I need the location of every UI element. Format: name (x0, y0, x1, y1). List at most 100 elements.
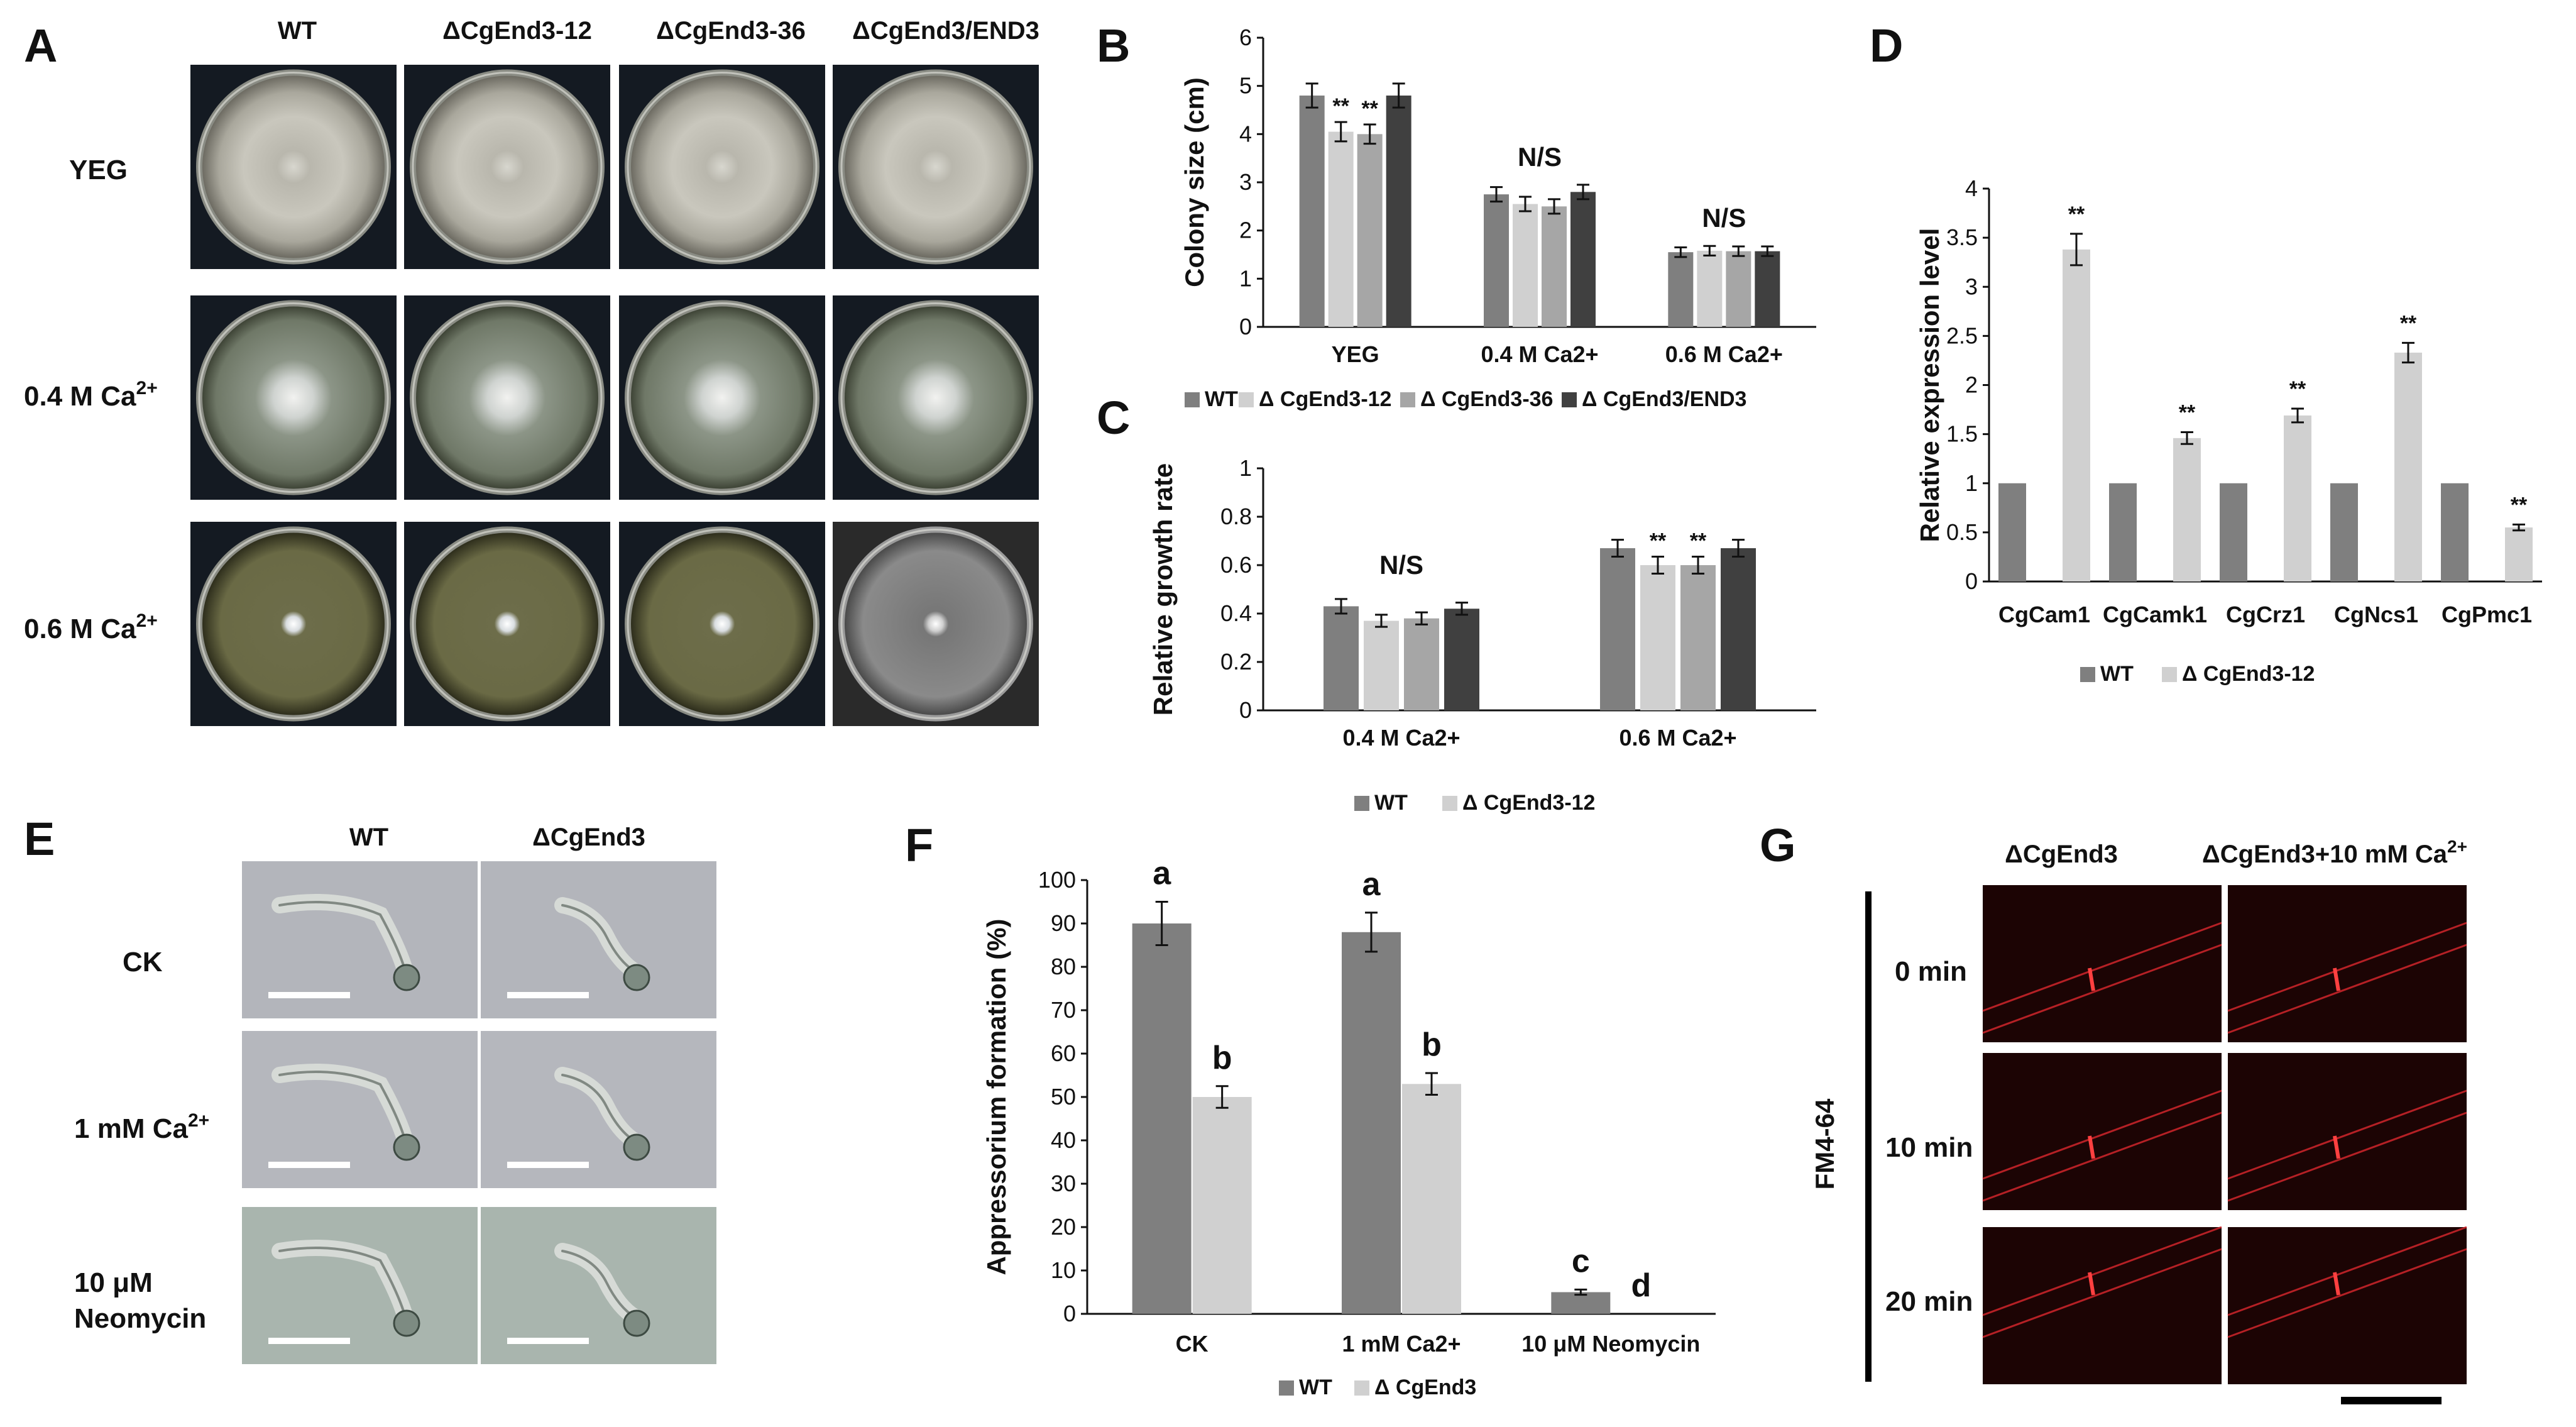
x-category-label: CgPmc1 (2442, 602, 2532, 627)
bar (2173, 438, 2201, 581)
group-letter: d (1631, 1267, 1651, 1304)
petri-dish-photo (404, 522, 610, 726)
panel-label-a: A (24, 19, 57, 72)
bar (1364, 620, 1399, 710)
hypha-wall-line (1982, 1111, 2222, 1202)
y-tick-label: 4 (1239, 121, 1252, 146)
bar (1680, 565, 1716, 710)
dish-edge-highlight (198, 529, 389, 719)
panel-label-d: D (1870, 19, 1903, 72)
bar (1132, 923, 1192, 1314)
panel-label-c: C (1097, 392, 1130, 444)
microscopy-image (242, 861, 478, 1018)
bar (1697, 250, 1723, 327)
x-category-label: 0.6 M Ca2+ (1665, 341, 1783, 367)
bar (1998, 483, 2026, 581)
significance-mark: ** (1361, 97, 1378, 121)
legend-swatch (1354, 796, 1369, 811)
y-tick-label: 4 (1965, 175, 1978, 201)
hypha-wall-line (2227, 1226, 2467, 1316)
legend-swatch (1562, 392, 1577, 407)
petri-dish-photo (619, 522, 825, 726)
y-tick-label: 100 (1038, 867, 1076, 893)
legend-label: WT (1205, 387, 1238, 411)
x-category-label: 0.4 M Ca2+ (1481, 341, 1598, 367)
hypha-wall-line (1982, 1089, 2222, 1180)
significance-mark: ** (2511, 493, 2528, 517)
significance-mark: ** (1650, 529, 1667, 553)
x-category-label: CgNcs1 (2334, 602, 2418, 627)
e-col-header-mut: ΔCgEnd3 (532, 824, 645, 851)
bar (2441, 483, 2469, 581)
legend-label: Δ CgEnd3-12 (1462, 791, 1595, 815)
bar (2109, 483, 2137, 581)
fluorescence-background (2228, 885, 2467, 1042)
group-letter: b (1422, 1027, 1442, 1063)
fluorescence-background (1983, 1227, 2222, 1384)
petri-dish-photo (190, 522, 397, 726)
septum-mark (2333, 1135, 2340, 1159)
y-tick-label: 3 (1965, 273, 1978, 299)
bar (1513, 204, 1538, 327)
bar (1342, 932, 1401, 1314)
microscopy-image (242, 1031, 478, 1188)
dish-edge-highlight (198, 302, 389, 493)
petri-dish-grid (190, 65, 1039, 726)
x-category-label: CgCrz1 (2226, 602, 2305, 627)
significance-mark: ** (2400, 311, 2417, 335)
appressorium-shape (623, 1133, 650, 1161)
fluorescence-image (1982, 885, 2222, 1042)
y-tick-label: 90 (1051, 910, 1076, 936)
legend-label: WT (2100, 662, 2134, 686)
bar (1357, 134, 1383, 328)
fluorescence-grid (1982, 885, 2467, 1384)
g-row-label-10: 10 min (1885, 1132, 1973, 1163)
legend-label: Δ CgEnd3-12 (1259, 387, 1391, 411)
conidium-outline (278, 1247, 407, 1318)
dish-edge-highlight (627, 529, 818, 719)
legend-label: WT (1299, 1375, 1332, 1399)
fluorescence-image (1982, 1053, 2222, 1210)
legend-swatch (1442, 796, 1457, 811)
bar (1570, 192, 1596, 327)
y-tick-label: 0.6 (1220, 552, 1252, 578)
y-tick-label: 0 (1239, 314, 1252, 339)
bar (2505, 527, 2533, 581)
bar (1444, 609, 1479, 710)
bar (1192, 1097, 1252, 1314)
col-header-comp: ΔCgEnd3/END3 (852, 17, 1039, 45)
panel-label-b: B (1097, 19, 1130, 72)
panel-label-e: E (24, 813, 55, 865)
dish-edge-highlight (198, 72, 389, 262)
hypha-wall-line (1982, 1248, 2222, 1338)
bar (2063, 249, 2090, 581)
petri-dish-photo (404, 295, 610, 500)
hypha-wall-line (2227, 1089, 2467, 1180)
bar (2330, 483, 2358, 581)
dish-medium (416, 532, 598, 715)
fluorescence-image (1982, 1226, 2222, 1384)
g-stain-label: FM4-64 (1810, 1098, 1839, 1189)
y-tick-label: 0 (1965, 568, 1978, 594)
scale-bar (268, 1162, 350, 1168)
x-category-label: CgCam1 (1998, 602, 2090, 627)
scale-bar (507, 1162, 589, 1168)
bar (1600, 548, 1635, 710)
y-tick-label: 2 (1965, 372, 1978, 398)
e-row-label-neo-2: Neomycin (74, 1303, 206, 1334)
hypha-wall-line (2227, 1111, 2467, 1202)
y-tick-label: 1.5 (1946, 421, 1978, 447)
y-tick-label: 6 (1239, 25, 1252, 50)
y-tick-label: 0.5 (1946, 519, 1978, 545)
appressorium-shape (393, 1133, 420, 1161)
x-category-label: 10 μM Neomycin (1521, 1331, 1700, 1357)
x-category-label: CK (1176, 1331, 1209, 1357)
scale-bar (507, 1338, 589, 1344)
significance-mark: ** (2179, 401, 2196, 425)
hypha-wall-line (2227, 1248, 2467, 1338)
bar (2284, 415, 2311, 581)
bar (1668, 252, 1694, 327)
fluorescence-background (1983, 885, 2222, 1042)
